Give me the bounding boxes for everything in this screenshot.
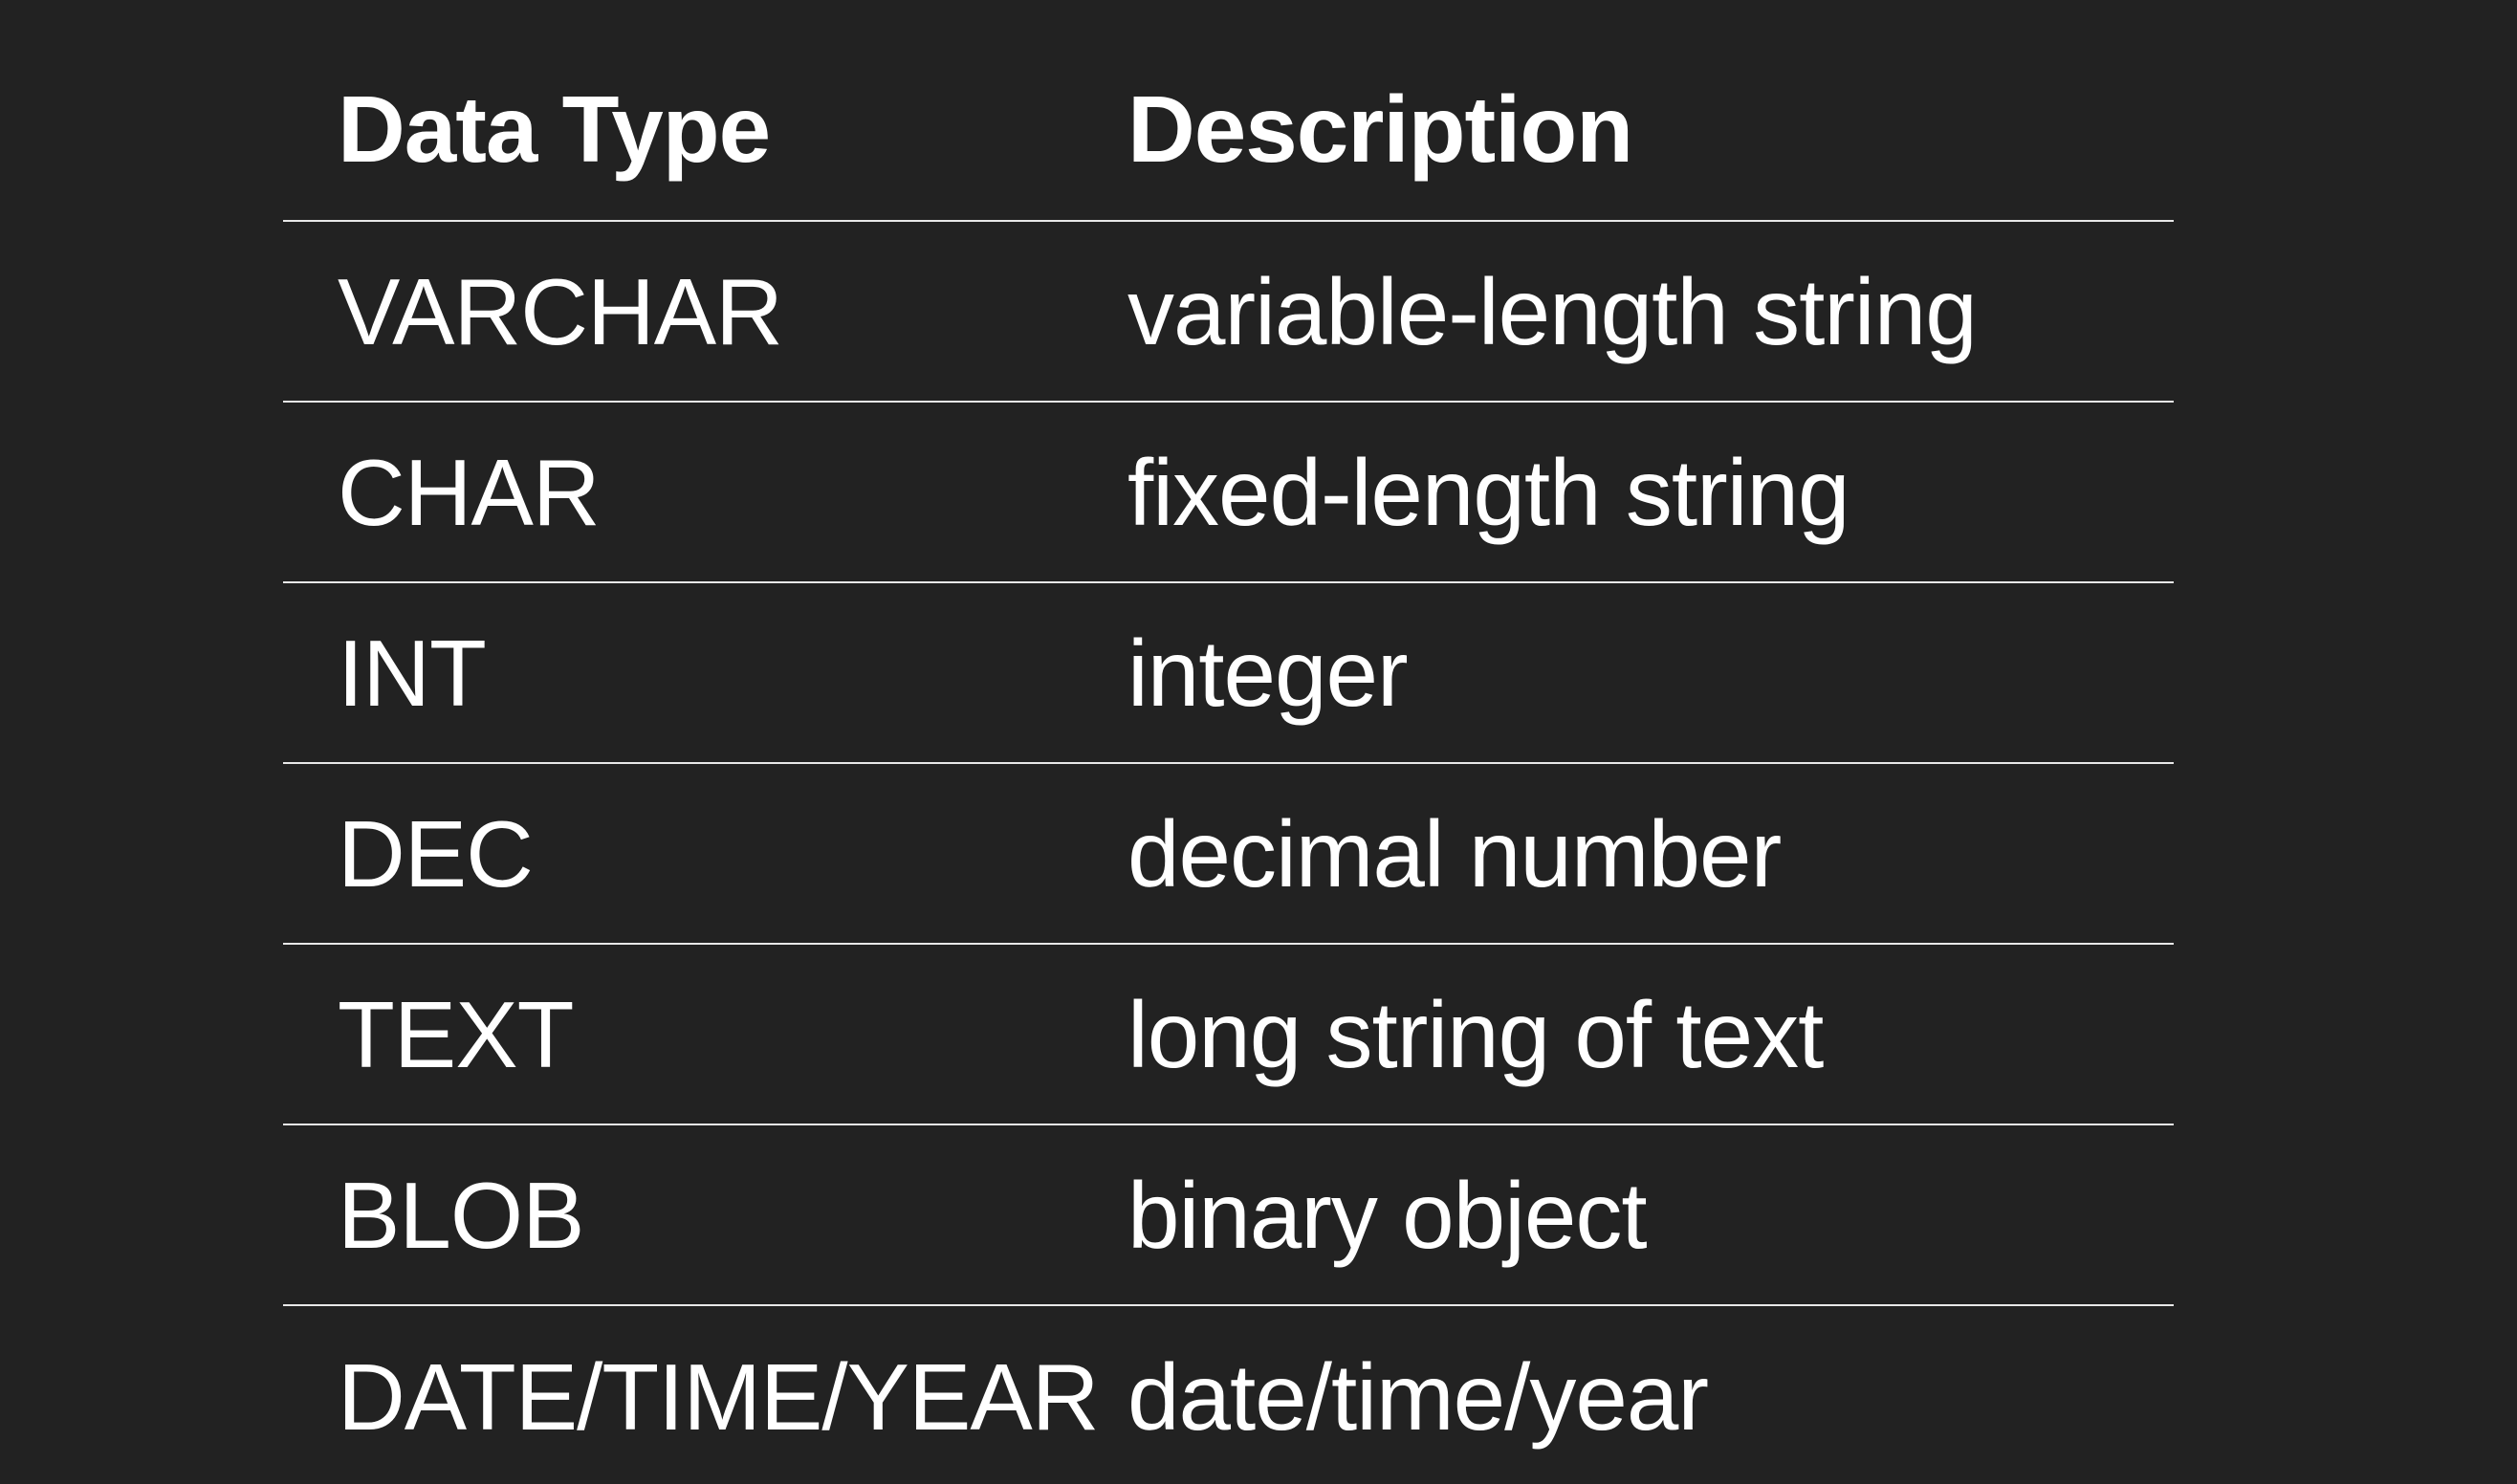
table-header-row: Data Type Description (283, 38, 2174, 222)
description-cell: decimal number (1127, 800, 1782, 906)
data-type-cell: CHAR (338, 439, 601, 545)
table-row: CHAR fixed-length string (283, 403, 2174, 583)
data-type-cell: VARCHAR (338, 258, 783, 364)
data-type-cell: INT (338, 620, 487, 726)
description-cell: variable-length string (1127, 258, 1978, 364)
table-row: DEC decimal number (283, 764, 2174, 945)
data-type-cell: TEXT (338, 981, 574, 1087)
header-data-type: Data Type (338, 76, 771, 182)
description-cell: integer (1127, 620, 1409, 726)
data-types-table: Data Type Description VARCHAR variable-l… (283, 38, 2174, 1484)
data-type-cell: DEC (338, 800, 534, 906)
data-type-cell: BLOB (338, 1162, 584, 1268)
description-cell: fixed-length string (1127, 439, 1850, 545)
description-cell: date/time/year (1127, 1343, 1709, 1450)
table-row: VARCHAR variable-length string (283, 222, 2174, 403)
header-description: Description (1127, 76, 1633, 182)
description-cell: long string of text (1127, 981, 1824, 1087)
table-row: DATE/TIME/YEAR date/time/year (283, 1306, 2174, 1484)
table-row: BLOB binary object (283, 1125, 2174, 1306)
data-type-cell: DATE/TIME/YEAR (338, 1343, 1100, 1450)
table-row: TEXT long string of text (283, 945, 2174, 1125)
description-cell: binary object (1127, 1162, 1648, 1268)
table-row: INT integer (283, 583, 2174, 764)
